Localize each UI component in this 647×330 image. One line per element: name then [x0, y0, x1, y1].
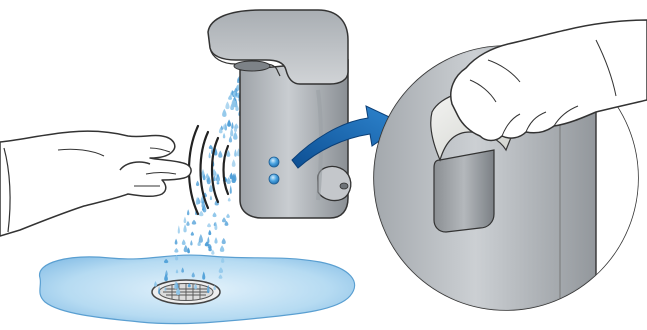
water-drop	[223, 133, 225, 139]
water-drop	[210, 195, 212, 200]
water-drop	[232, 173, 234, 180]
water-drop	[227, 119, 231, 126]
water-drop	[192, 220, 196, 225]
water-drop	[175, 239, 178, 245]
water-drop	[229, 136, 232, 143]
water-drop	[199, 211, 203, 216]
water-drop	[208, 230, 211, 235]
water-drop	[178, 225, 180, 233]
water-drop	[196, 181, 199, 186]
water-drop	[230, 185, 232, 194]
water-drop	[182, 239, 186, 245]
water-drop	[225, 101, 229, 109]
water-drop	[229, 173, 232, 178]
water-drop	[199, 234, 203, 243]
water-drop	[233, 131, 237, 139]
water-drop	[222, 217, 226, 222]
water-drop	[183, 224, 186, 232]
water-drop	[184, 245, 188, 252]
water-drop	[232, 159, 236, 167]
water-drop	[226, 214, 230, 218]
water-drop	[184, 217, 187, 223]
water-drop	[174, 248, 178, 253]
water-drop	[228, 197, 231, 201]
water-drop	[187, 209, 189, 215]
drain-icon	[152, 280, 220, 304]
water-drop	[214, 237, 217, 244]
water-drop	[190, 240, 192, 245]
water-drop	[209, 152, 211, 158]
water-drop	[222, 109, 226, 117]
hand-icon	[0, 131, 191, 236]
sensor-waves-icon	[189, 126, 228, 214]
water-drop	[234, 149, 237, 157]
water-drop	[186, 221, 189, 226]
water-drop	[222, 238, 226, 244]
water-drop	[191, 231, 194, 235]
faucet-icon	[208, 10, 351, 218]
water-drop	[206, 173, 209, 178]
water-drop	[220, 245, 224, 252]
water-drop	[207, 223, 211, 227]
water-drop	[213, 212, 217, 217]
sticker-peel-icon	[434, 150, 494, 232]
water-drop	[218, 150, 222, 157]
